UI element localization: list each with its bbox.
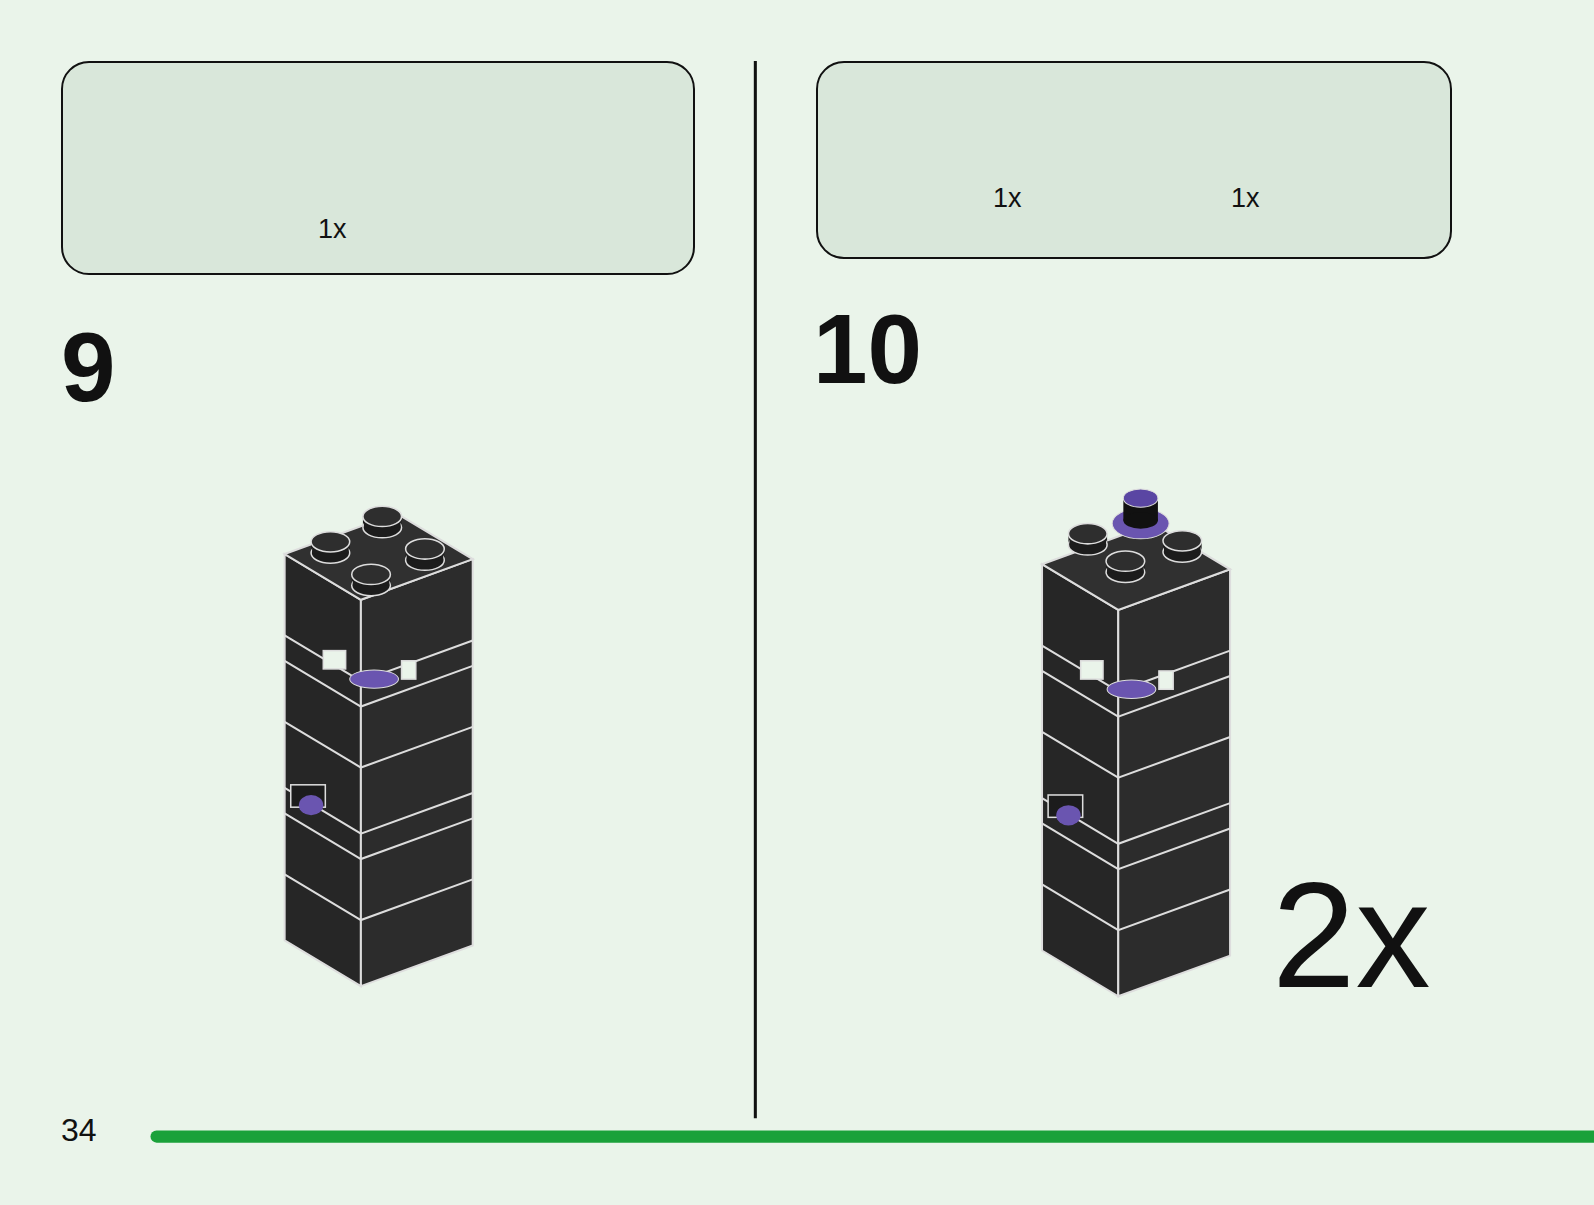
purple-round-plate: [1112, 489, 1169, 539]
repeat-count: 2x: [1272, 860, 1430, 1010]
step-number: 10: [813, 300, 922, 398]
quantity-label: 1x: [1231, 185, 1260, 212]
quantity-label: 1x: [318, 216, 347, 243]
divider: [754, 61, 757, 1118]
progress-bar: [157, 1130, 1594, 1142]
step-number: 9: [61, 318, 116, 416]
parts-panel: 1x 1x: [816, 61, 1452, 259]
page-number: 34: [61, 1114, 97, 1146]
parts-panel: 1x: [61, 61, 695, 275]
quantity-label: 1x: [993, 185, 1022, 212]
